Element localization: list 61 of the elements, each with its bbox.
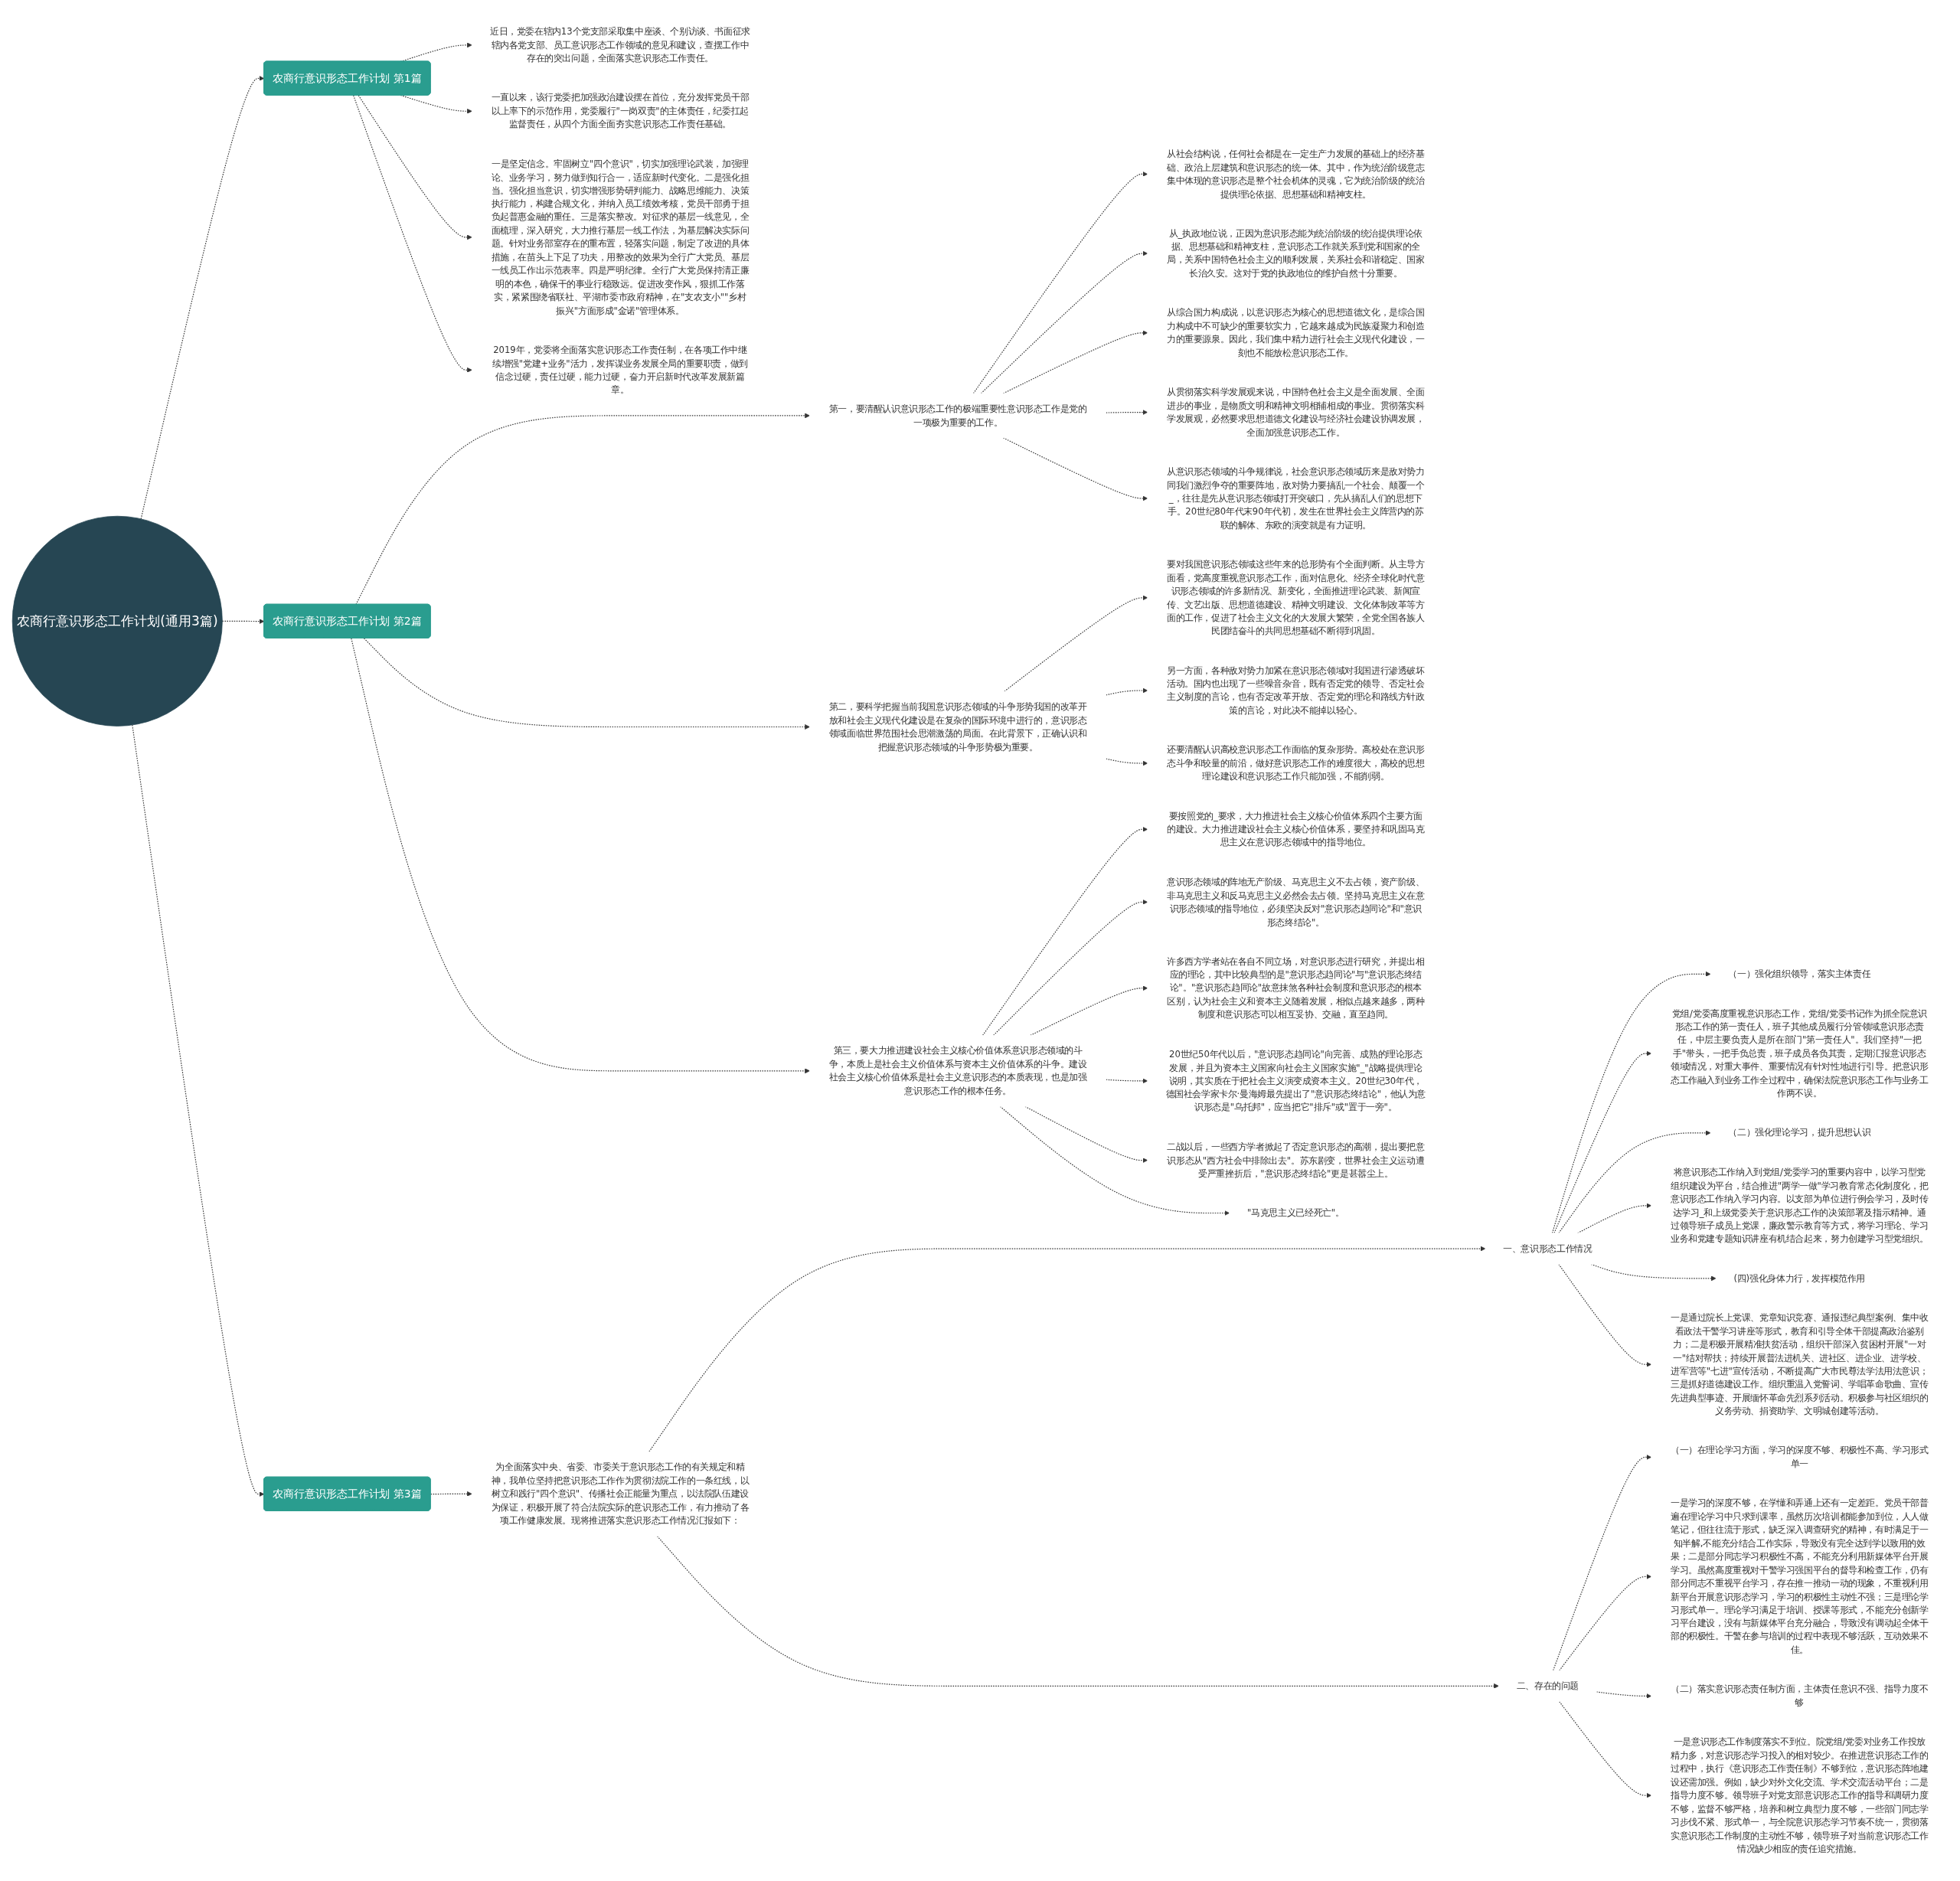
- arrow: [132, 724, 265, 1497]
- node-text: 第二，要科学把握当前我国意识形态领域的斗争形势我国的改革开放和社会主义现代化建设是在复杂的国际环境中进行的，意识形态领域面临世界范围社会思潮激荡的局面。在此背景下，正确认识和把握意识形态领域的斗争形势极为重要。: [828, 701, 1087, 753]
- arrow: [351, 638, 810, 1074]
- node-text: 20世纪50年代以后，"意识形态趋同论"向完善、成熟的理论形态发展，并且为资本主义国家向社会主义国家实施"_"战略提供理论说明，其实质在于把社会主义演变成资本主义。20世纪30年代，德国社会学家卡尔·曼海姆最先提出了"意识形态终结论"，他认为意识形态是"乌托邦"，应当把它"排斥"或"置于一旁"。: [1165, 1049, 1426, 1113]
- node-text: 从贯彻落实科学发展观来说，中国特色社会主义是全面发展、全面进步的事业，是物质文明和精神文明相辅相成的事业。贯彻落实科学发展观，必然要求思想道德文化建设与经济社会建设协调发展，全面加强意识形态工作。: [1166, 387, 1425, 438]
- node-text: 党组/党委高度重视意识形态工作，党组/党委书记作为抓全院意识形态工作的第一责任人，班子其他成员履行分管领域意识形态责任，中层主要负责人是所在部门"第一责任人"。我们坚持"一把手"带头，一把手负总责，班子成员各负其责，定期汇报意识形态领域情况，对重大事件、重要情况有针对性地进行引导。把意识形态工作融入到业务工作全过程中，确保法院意识形态工作与业务工作两不误。: [1670, 1007, 1929, 1099]
- arrow: [353, 95, 472, 373]
- node-text: 意识形态领域的阵地无产阶级、马克思主义不去占领，资产阶级、非马克思主义和反马克思主义必然会去占领。坚持马克思主义在意识形态领域的指导地位，必须坚决反对"意识形态趋同论"和"意识形态终结论"。: [1166, 877, 1425, 928]
- node-text: 一直以来，该行党委把加强政治建设摆在首位，充分发挥党员干部以上率下的示范作用，党委履行"一岗双责"的主体责任，纪委扛起监督责任，从四个方面全面夯实意识形态工作责任基础。: [491, 92, 750, 130]
- arrow: [1551, 972, 1711, 1234]
- arrow: [1559, 1701, 1652, 1798]
- arrow: [363, 638, 810, 730]
- node-text: (四)强化身体力行，发挥模范作用: [1733, 1272, 1866, 1284]
- arrow: [355, 413, 810, 606]
- node-text: （一）强化组织领导，落实主体责任: [1728, 968, 1871, 980]
- node-text: 从社会结构说，任何社会都是在一定生产力发展的基础上的经济基础、政治上层建筑和意识形态的统一体。其中，作为统治阶级意志集中体现的意识形态是整个社会机体的灵魂，它为统治阶级的统治提供理论依据、思想基础和精神支柱。: [1166, 149, 1425, 200]
- arrow: [1106, 687, 1148, 696]
- node-text: 还要清醒认识高校意识形态工作面临的复杂形势。高校处在意识形态斗争和较量的前沿，做好意识形态工作的难度很大，高校的思想理论建设和意识形态工作只能加强，不能削弱。: [1166, 744, 1425, 782]
- node-text: 近日，党委在辖内13个党支部采取集中座谈、个别访谈、书面征求辖内各党支部、员工意识形态工作领域的意见和建议，查摆工作中存在的突出问题，全面落实意识形态工作责任。: [489, 26, 750, 64]
- node-text: 二战以后，一些西方学者掀起了否定意识形态的高潮，提出要把意识形态从"西方社会中排除出去"。苏东剧变，世界社会主义运动遭受严重挫折后，"意识形态终结论"更是甚嚣尘上。: [1166, 1141, 1425, 1180]
- arrow: [982, 827, 1148, 1037]
- node-text: 一是学习的深度不够，在学懂和弄通上还有一定差距。党员干部普遍在理论学习中只求到课率，虽然历次培训都能参加到位，人人做笔记，但往往流于形式，缺乏深入调查研究的精神，有时满足于一知半解,不能充分结合工作实际，导致没有完全达到学以致用的效果；二是部分同志学习积极性不高，不能充分利用新媒体平台开展学习。虽然高度重视对干警学习强国平台的督导和检查工作，仍有部分同志不重视平台学习，存在推一推动一动的现象，不重视利用新平台开展意识形态学习，学习的积极性主动性不强；三是理论学习形式单一。理论学习满足于培训、授课等形式，不能充分创新学习平台建设，没有与新媒体平台充分融合，导致没有调动起全体干部的积极性。干警在参与培训的过程中表现不够活跃，互动效果不佳。: [1670, 1497, 1929, 1656]
- node-text: （二）强化理论学习，提升思想认识: [1728, 1127, 1871, 1138]
- node-circle: 农商行意识形态工作计划(通用3篇): [11, 516, 223, 727]
- node-text: 二、存在的问题: [1516, 1680, 1579, 1692]
- arrow: [1106, 1078, 1148, 1084]
- node-text: 许多西方学者站在各自不同立场，对意识形态进行研究，并提出相应的理论，其中比较典型的是"意识形态趋同论"与"意识形态终结论"。"意识形态趋同论"故意抹煞各种社会制度和意识形态的根本区别，认为社会主义和资本主义随着发展，相似点越来越多，两种制度和意识形态可以相互妥协、交融，直至趋同。: [1166, 956, 1425, 1021]
- node-text: 另一方面，各种敌对势力加紧在意识形态领域对我国进行渗透破坏活动。国内也出现了一些噪音杂音，既有否定党的领导、否定社会主义制度的言论，也有否定改革开放、否定党的理论和路线方针政策的言论，对此决不能掉以轻心。: [1166, 665, 1425, 717]
- node-text: 第三，要大力推进建设社会主义核心价值体系意识形态领域的斗争，本质上是社会主义价值体系与资本主义价值体系的斗争。建设社会主义核心价值体系是社会主义意识形态的本质表现，也是加强意识形态工作的根本任务。: [828, 1045, 1087, 1097]
- node-text: 一是意识形态工作制度落实不到位。院党组/党委对业务工作投放精力多，对意识形态学习投入的相对较少。在推进意识形态工作的过程中，执行《意识形态工作责任制》不够到位，意识形态阵地建设还需加强。例如，缺少对外文化交流、学术交流活动平台；二是指导力度不够。领导班子对党支部意识形态工作的指导和调研力度不够，监督不够严格，培养和树立典型力度不够，一些部门同志学习步伐不紧、形式单一，与全院意识形态学习节奏不统一，贯彻落实意识形态工作制度的主动性不够，领导班子对当前意识形态工作情况缺少相应的责任追究措施。: [1670, 1736, 1929, 1854]
- node-text: 为全面落实中央、省委、市委关于意识形态工作的有关规定和精神，我单位坚持把意识形态工作作为贯彻法院工作的一条红线，以树立和践行"四个意识"、传播社会正能量为重点，以法院队伍建设为保证，积极开展了符合法院实际的意识形态工作，有力推动了各项工作健康发展。现将推进落实意识形态工作情况汇报如下：: [491, 1461, 750, 1527]
- arrow: [1106, 758, 1148, 766]
- node-text: （二）落实意识形态责任制方面，主体责任意识不强、指导力度不够: [1670, 1683, 1929, 1709]
- node-text: 从_执政地位说，正因为意识形态能为统治阶级的统治提供理论依据、思想基础和精神支柱，意识形态工作就关系到党和国家的全局，关系中国特色社会主义的顺利发展，关系社会和谐稳定、国家长治久安。这对于党的执政地位的维护自然十分重要。: [1166, 228, 1425, 279]
- arrow: [1030, 985, 1148, 1037]
- node-text: 一是坚定信念。牢固树立"四个意识"，切实加强理论武装，加强理论、业务学习，努力做到知行合一，适应新时代变化。二是强化担当。强化担当意识，切实增强形势研判能力、战略思维能力、决策执行能力，构建合规文化，并纳入员工绩效考核，党员干部勇于担负起普惠金融的重任。三是落实整改。对征求的基层一线意见，全面梳理，深入研究，大力推行基层一线工作法，为基层解决实际问题。针对业务部室存在的重布置，轻落实问题，制定了改进的具体措施，在苗头上下足了功夫，用整改的效果为全行广大党员、基层一线员工作出示范表率。四是严明纪律。全行广大党员保持清正廉明的本色，确保干的事业行稳致远。促进改变作风，狠抓工作落实，紧紧围绕省联社、平湖市委市政府精神，在"支农支小""乡村振兴"方面形成"金诺"管理体系。: [491, 158, 750, 316]
- arrow: [972, 171, 1148, 394]
- arrow: [648, 1246, 1486, 1453]
- arrow: [430, 1491, 472, 1497]
- arrow: [1004, 595, 1148, 692]
- arrow: [1553, 1051, 1652, 1234]
- node-text: 从意识形态领域的斗争规律说，社会意识形态领域历来是敌对势力同我们激烈争夺的重要阵地，敌对势力要搞乱一个社会、颠覆一个_，往往是先从意识形态领域打开突破口，先从搞乱人们的思想下手。20世纪80年代末90年代初，发生在世界社会主义阵营内的苏联的解体、东欧的演变就是有力证明。: [1166, 466, 1425, 531]
- arrow: [358, 95, 472, 240]
- node-text: 一、意识形态工作情况: [1503, 1243, 1592, 1255]
- arrow: [656, 1536, 1499, 1689]
- arrow: [993, 900, 1148, 1037]
- node-text: 2019年，党委将全面落实意识形态工作责任制，在各项工作中继续增强"党建+业务"活力，发挥谋业务发展全局的重要职责，做到信念过硬，责任过硬，能力过硬，奋力开启新时代改革发展新篇章。: [492, 345, 748, 396]
- node-text: "马克思主义已经死亡"。: [1246, 1207, 1344, 1219]
- arrow: [1106, 410, 1148, 416]
- arrow: [980, 251, 1148, 394]
- node-text: 要对我国意识形态领域这些年来的总形势有个全面判断。从主导方面看，党高度重视意识形态工作，面对信息化、经济全球化时代意识形态领域的许多新情况、新变化，全面推进理论武装、新闻宣传、文艺出版、思想道德建设、精神文明建设、文化体制改革等方面的工作，促进了社会主义文化的大发展大繁荣，全党全国各族人民团结奋斗的共同思想基础不断得到巩固。: [1166, 559, 1425, 637]
- node-text: 要按照党的_要求，大力推进社会主义核心价值体系四个主要方面的建设。大力推进建设社会主义核心价值体系，要坚持和巩固马克思主义在意识形态领域中的指导地位。: [1166, 811, 1425, 848]
- node-text: 从综合国力构成说，以意识形态为核心的思想道德文化，是综合国力构成中不可缺少的重要软实力，它越来越成为民族凝聚力和创造力的重要源泉。因此，我们集中精力进行社会主义现代化建设，一刻也不能放松意识形态工作。: [1166, 307, 1425, 359]
- node-text: 一是通过院长上党课、党章知识竞赛、通报违纪典型案例、集中收看政法干警学习讲座等形式，教育和引导全体干部提高政治鉴别力；二是积极开展精准扶贫活动，组织干部深入贫困村开展"一对一"结对帮扶；持续开展普法进机关、进社区、进企业、进学校、进军营等"七进"宣传活动，不断提高广大市民尊法学法用法意识；三是抓好道德建设工作。组织重温入党誓词、学唱革命歌曲、宣传先进典型事迹、开展缅怀革命先烈系列活动。积极参与社区组织的义务劳动、捐资助学、文明城创建等活动。: [1670, 1312, 1929, 1417]
- node-text: 将意识形态工作纳入到党组/党委学习的重要内容中，以学习型党组织建设为平台，结合推进"两学一做"学习教育常态化制度化，把意识形态工作纳入学习内容。以支部为单位进行例会学习，及时传达学习_和上级党委关于意识形态工作的决策部署及指示精神。通过领导班子成员上党课，廉政警示教育等方式，将学习理论、学习业务和党建专题知识讲座有机结合起来，努力创建学习型党组织。: [1670, 1167, 1929, 1245]
- arrow: [999, 1106, 1230, 1216]
- arrow: [140, 76, 265, 520]
- node-text: （一）在理论学习方面，学习的深度不够、积极性不高、学习形式单一: [1670, 1445, 1929, 1470]
- arrow: [1558, 1264, 1652, 1367]
- arrow: [1558, 1130, 1711, 1234]
- node-text: 第一，要清醒认识意识形态工作的极端重要性意识形态工作是党的一项极为重要的工作。: [828, 403, 1087, 428]
